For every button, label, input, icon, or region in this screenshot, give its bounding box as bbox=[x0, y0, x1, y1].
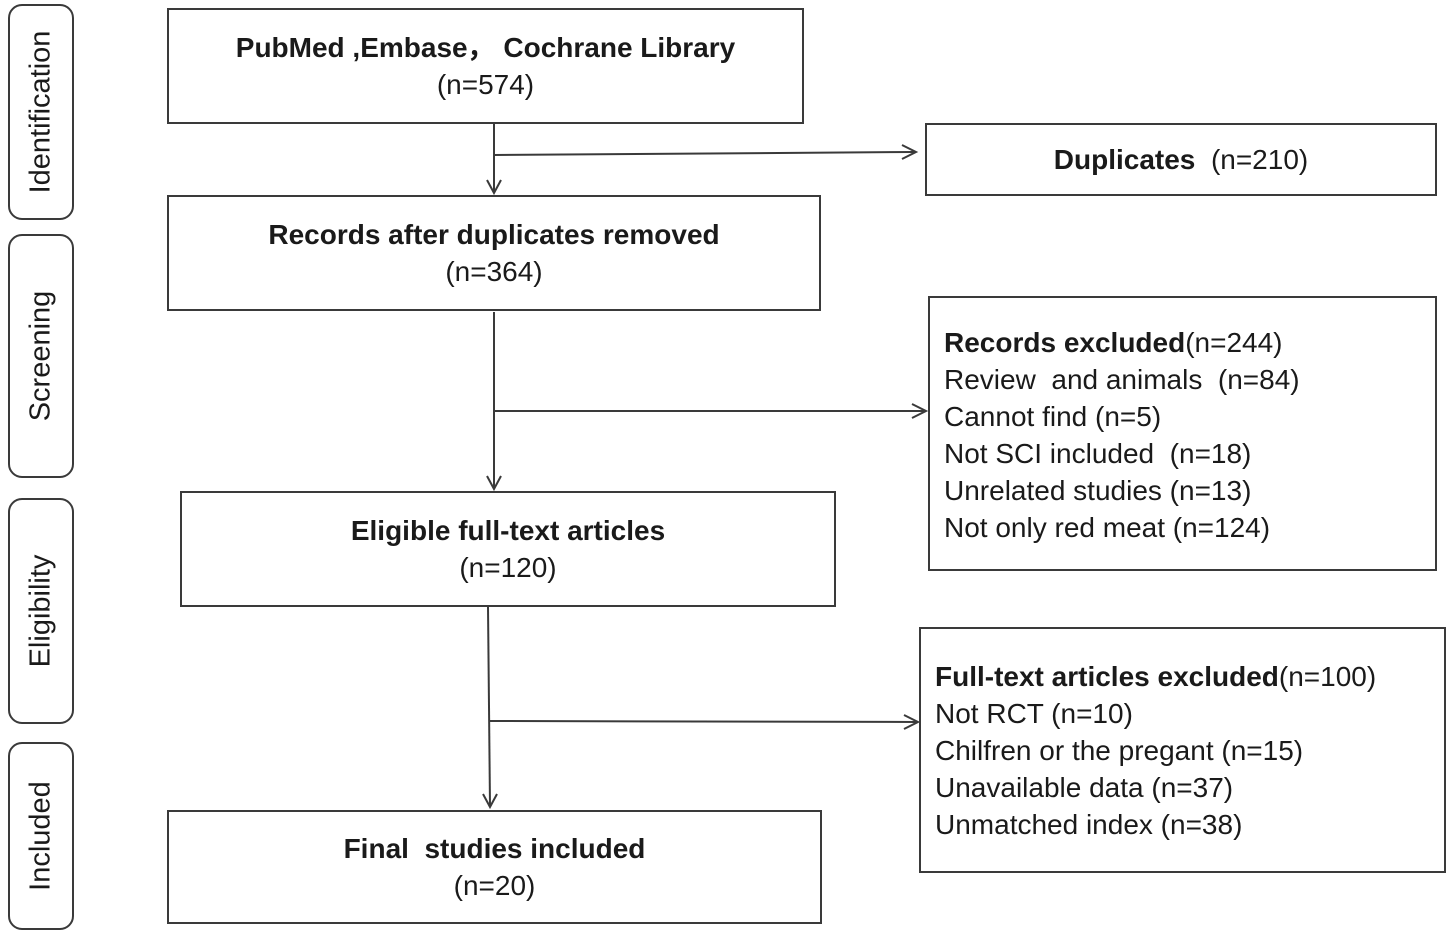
list-item: Unavailable data (n=37) bbox=[935, 772, 1234, 803]
arrowhead bbox=[482, 793, 498, 810]
list-item: Review and animals (n=84) bbox=[944, 364, 1300, 395]
list-item: Chilfren or the pregant (n=15) bbox=[935, 735, 1304, 766]
duplicates-line: Duplicates (n=210) bbox=[927, 141, 1435, 178]
list-item: Unmatched index (n=38) bbox=[935, 809, 1243, 840]
list-item: Cannot find (n=5) bbox=[944, 401, 1162, 432]
stage-identification: Identification bbox=[8, 4, 74, 220]
box-title: PubMed ,Embase， Cochrane Library bbox=[235, 32, 736, 63]
box-count: (n=100) bbox=[1278, 661, 1377, 692]
box-title: Duplicates bbox=[1053, 144, 1196, 175]
arrowhead bbox=[486, 179, 502, 196]
list-head: Records excluded(n=244) bbox=[944, 324, 1435, 361]
box-eligible: Eligible full-text articles (n=120) bbox=[180, 491, 836, 607]
box-count: (n=120) bbox=[459, 552, 557, 583]
box-records-excluded: Records excluded(n=244) Review and anima… bbox=[928, 296, 1437, 571]
stage-included: Included bbox=[8, 742, 74, 930]
list-item: Not RCT (n=10) bbox=[935, 698, 1133, 729]
list-head: Full-text articles excluded(n=100) bbox=[935, 658, 1444, 695]
list-item: Not SCI included (n=18) bbox=[944, 438, 1252, 469]
box-count: (n=244) bbox=[1185, 327, 1283, 358]
box-title: Records excluded bbox=[944, 327, 1186, 358]
box-final: Final studies included (n=20) bbox=[167, 810, 822, 924]
arrow-line bbox=[493, 151, 916, 156]
arrowhead bbox=[903, 714, 921, 730]
list-item: Not only red meat (n=124) bbox=[944, 512, 1271, 543]
box-count: (n=210) bbox=[1210, 144, 1309, 175]
box-title: Records after duplicates removed bbox=[268, 219, 720, 250]
box-sources: PubMed ,Embase， Cochrane Library (n=574) bbox=[167, 8, 804, 124]
stage-eligibility: Eligibility bbox=[8, 498, 74, 724]
list-item: Unrelated studies (n=13) bbox=[944, 475, 1252, 506]
box-title: Final studies included bbox=[343, 833, 646, 864]
box-duplicates: Duplicates (n=210) bbox=[925, 123, 1437, 196]
box-count: (n=20) bbox=[453, 870, 536, 901]
arrowhead bbox=[486, 475, 502, 492]
box-after-duplicates: Records after duplicates removed (n=364) bbox=[167, 195, 821, 311]
stage-screening: Screening bbox=[8, 234, 74, 478]
arrow-line bbox=[487, 606, 491, 807]
box-fulltext-excluded: Full-text articles excluded(n=100) Not R… bbox=[919, 627, 1446, 873]
box-title: Full-text articles excluded bbox=[935, 661, 1279, 692]
box-count: (n=574) bbox=[436, 69, 535, 100]
arrow-line bbox=[488, 720, 918, 723]
box-count: (n=364) bbox=[445, 256, 543, 287]
box-title: Eligible full-text articles bbox=[350, 515, 666, 546]
arrowhead bbox=[911, 403, 929, 419]
arrowhead bbox=[901, 144, 919, 160]
